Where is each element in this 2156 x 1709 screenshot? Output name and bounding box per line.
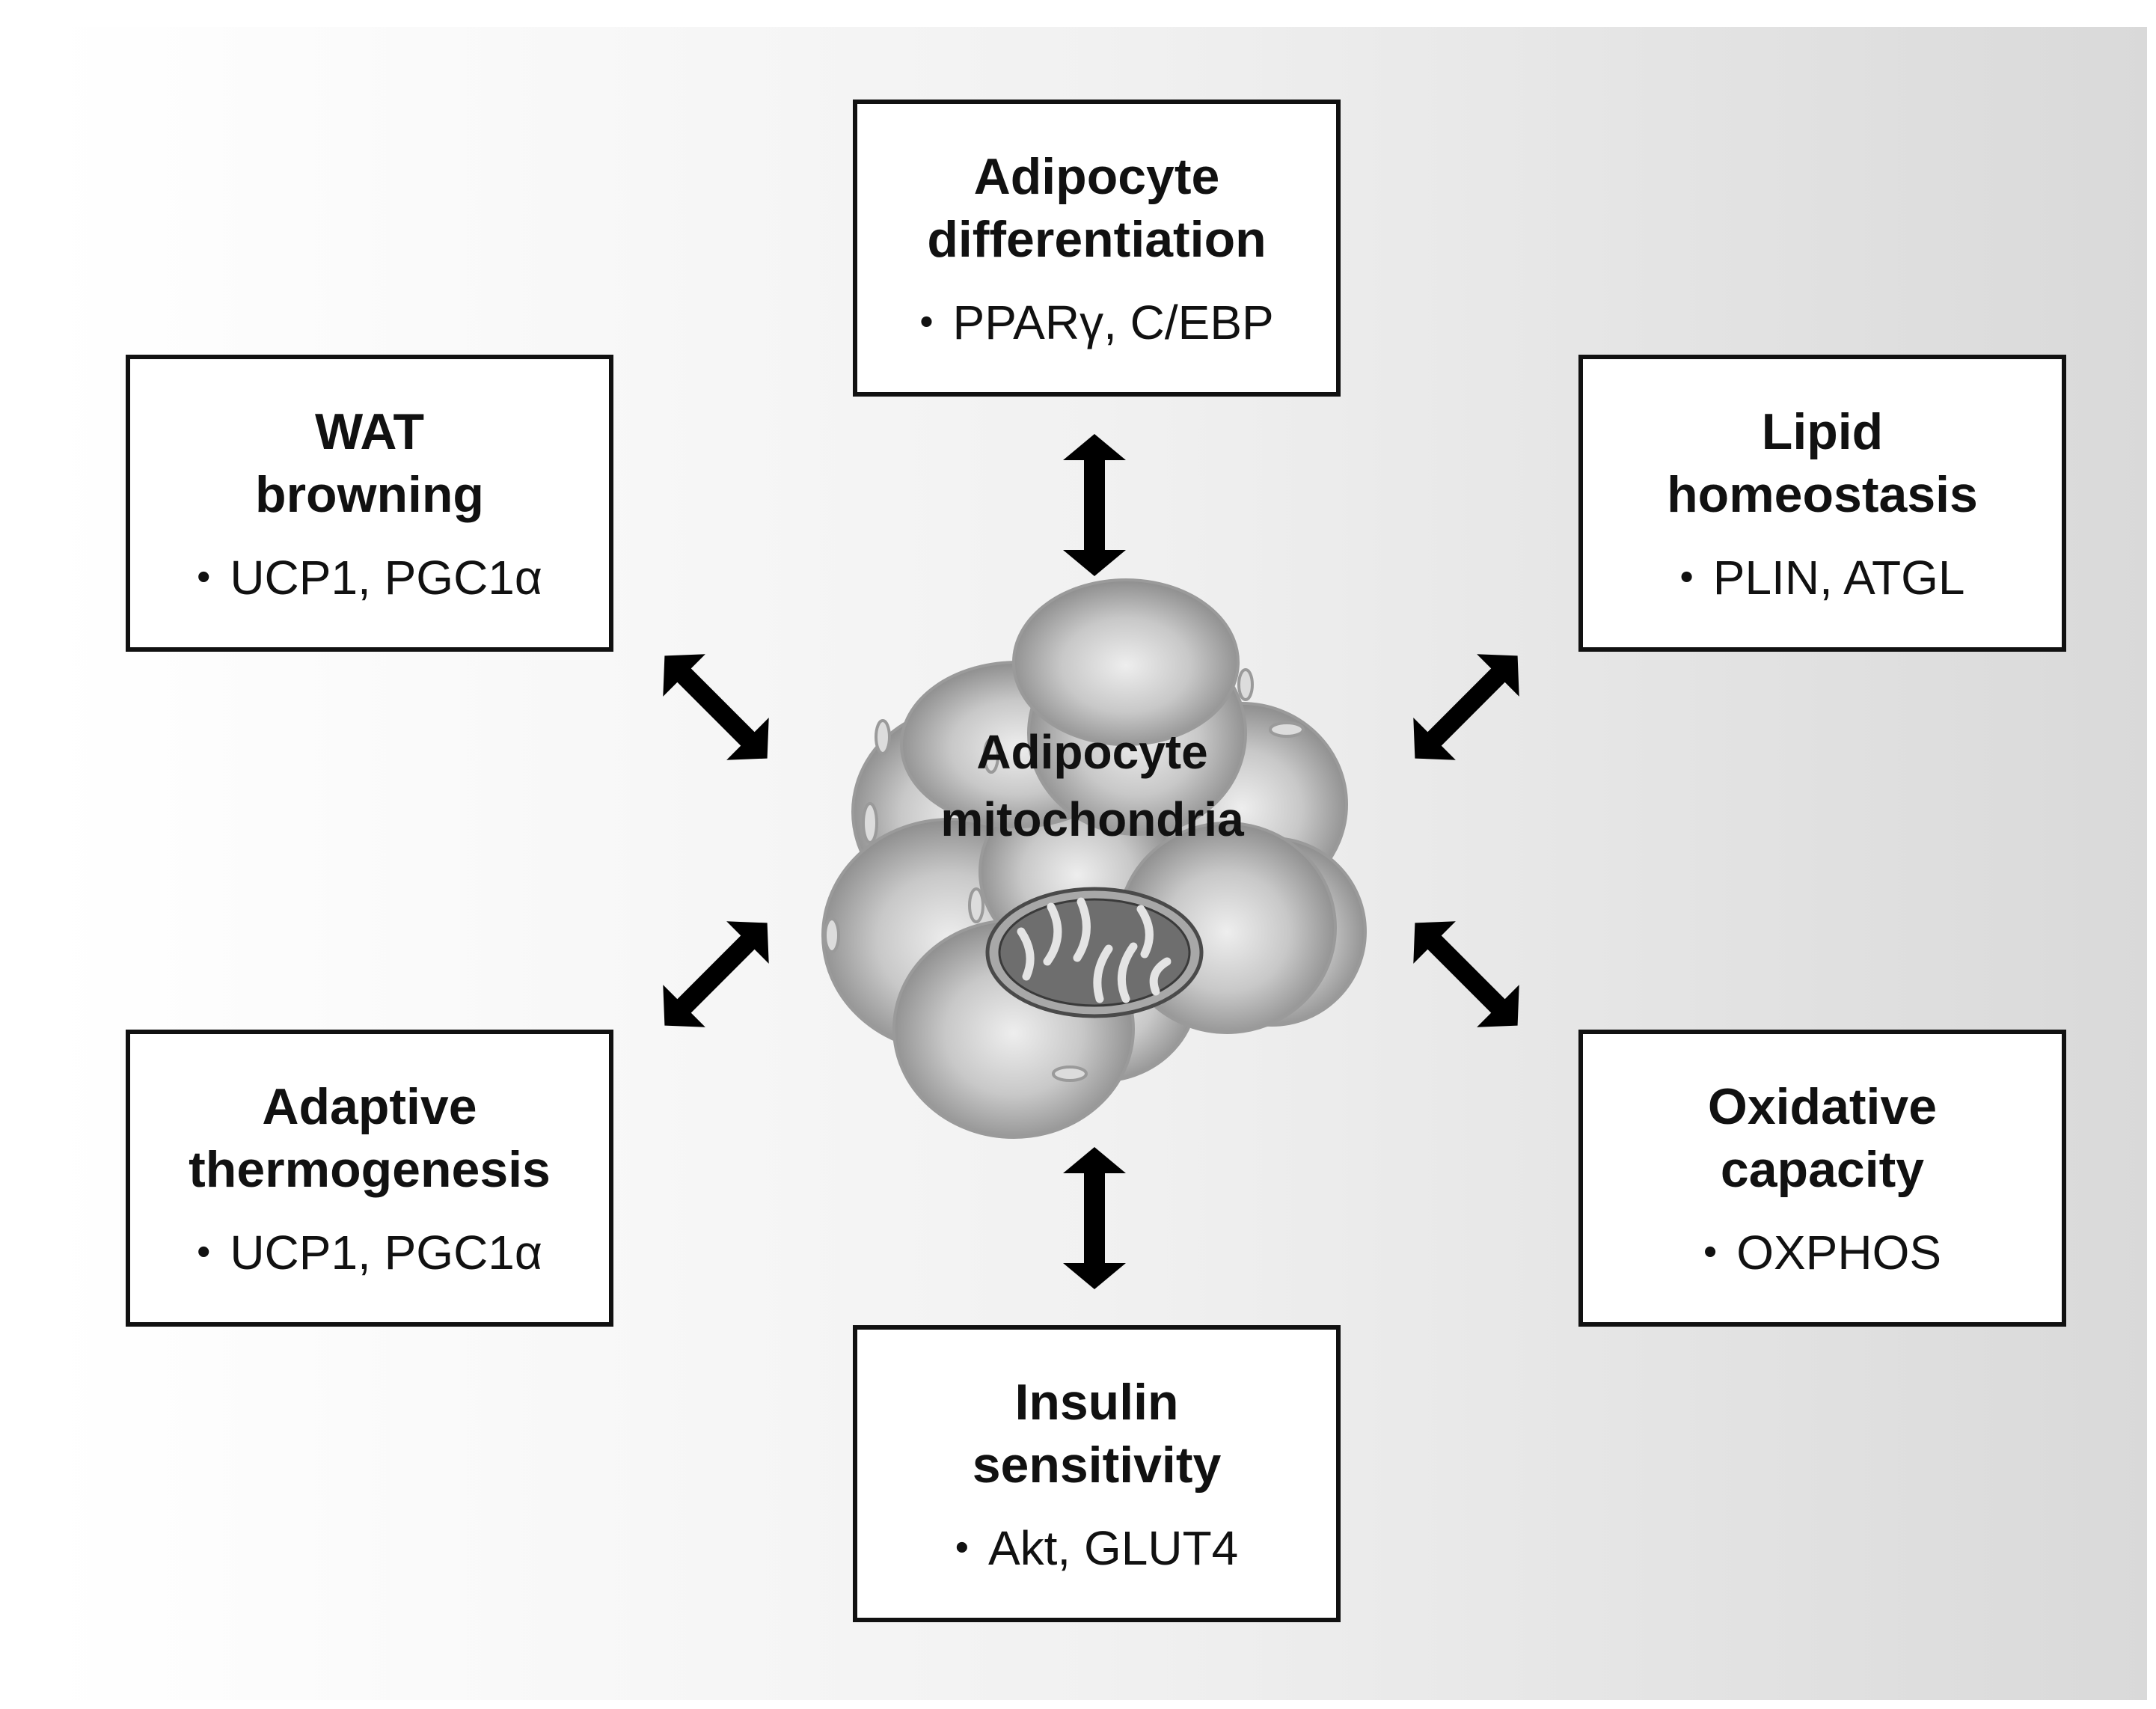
box-item: • Akt, GLUT4: [955, 1519, 1239, 1577]
box-item: • UCP1, PGC1α: [197, 548, 542, 606]
arrow-upper-right: [1413, 654, 1519, 760]
box-title: Adipocyte differentiation: [927, 148, 1267, 268]
box-title: Lipid homeostasis: [1667, 403, 1978, 523]
bullet: •: [197, 555, 211, 599]
box-item-text: UCP1, PGC1α: [230, 551, 542, 605]
box-item: • OXPHOS: [1703, 1223, 1941, 1281]
box-lipid-homeostasis: Lipid homeostasis • PLIN, ATGL: [1578, 355, 2066, 652]
bullet: •: [919, 300, 934, 343]
arrow-lower-right: [1413, 921, 1519, 1027]
box-item-text: OXPHOS: [1736, 1226, 1942, 1280]
box-item: • UCP1, PGC1α: [197, 1223, 542, 1281]
box-adaptive-thermogenesis: Adaptive thermogenesis • UCP1, PGC1α: [126, 1030, 613, 1327]
box-title: Insulin sensitivity: [972, 1374, 1222, 1494]
adipocyte-cluster: [821, 578, 1367, 1139]
box-item-text: Akt, GLUT4: [987, 1521, 1239, 1575]
box-title: WAT browning: [255, 403, 484, 523]
arrow-top: [1063, 434, 1126, 576]
bullet: •: [955, 1526, 969, 1569]
bullet: •: [1703, 1230, 1718, 1274]
mitochondrion-icon: [985, 887, 1204, 1018]
arrow-bottom: [1063, 1147, 1126, 1289]
bullet: •: [1679, 555, 1694, 599]
box-oxidative-capacity: Oxidative capacity • OXPHOS: [1578, 1030, 2066, 1327]
center-label: Adipocyte mitochondria: [940, 725, 1244, 846]
box-item: • PLIN, ATGL: [1680, 548, 1965, 606]
box-item-text: PLIN, ATGL: [1712, 551, 1965, 605]
adipocyte-cell: [1012, 578, 1240, 746]
arrow-upper-left: [663, 654, 769, 760]
box-adipocyte-differentiation: Adipocyte differentiation • PPARγ, C/EBP: [853, 100, 1341, 397]
box-item-text: UCP1, PGC1α: [230, 1226, 542, 1280]
box-wat-browning: WAT browning • UCP1, PGC1α: [126, 355, 613, 652]
box-item-text: PPARγ, C/EBP: [952, 296, 1274, 349]
box-title: Oxidative capacity: [1707, 1078, 1938, 1198]
arrow-lower-left: [663, 921, 769, 1027]
box-title: Adaptive thermogenesis: [189, 1078, 551, 1198]
box-item: • PPARγ, C/EBP: [919, 293, 1273, 351]
bullet: •: [197, 1230, 211, 1274]
box-insulin-sensitivity: Insulin sensitivity • Akt, GLUT4: [853, 1325, 1341, 1622]
